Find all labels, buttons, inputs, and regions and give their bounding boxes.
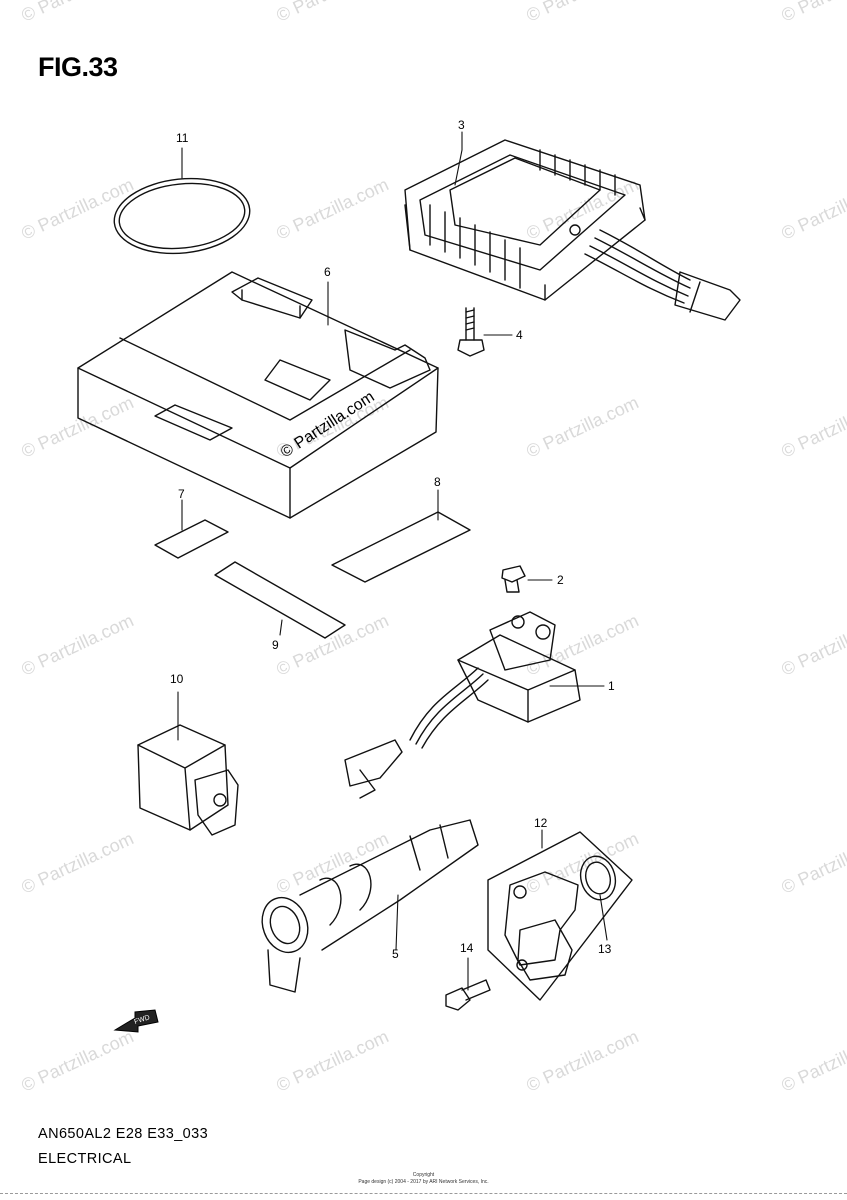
watermark-text: © Partzilla.com: [273, 1026, 391, 1095]
starter-relay-part: [344, 611, 581, 799]
tape-part: [331, 511, 471, 583]
pad-part: [154, 519, 229, 559]
callout-6: 6: [324, 265, 331, 279]
copyright-text: Copyright: [412, 1172, 435, 1178]
watermark-text: © Partzilla.com: [18, 1026, 136, 1095]
watermark-text: © Partzilla.com: [18, 0, 136, 26]
watermark-text: © Partzilla.com: [778, 1026, 847, 1095]
watermark-text: © Partzilla.com: [523, 0, 641, 26]
callout-14: 14: [460, 941, 474, 955]
callout-12: 12: [534, 816, 548, 830]
section-name: ELECTRICAL: [38, 1151, 132, 1167]
watermark-text: © Partzilla.com: [273, 0, 391, 26]
forward-arrow-icon: FWD: [113, 1009, 159, 1033]
screw-part: [501, 565, 526, 593]
watermark-text: © Partzilla.com: [778, 610, 847, 679]
bolt-part: [457, 307, 485, 357]
center-watermark: © Partzilla.com: [278, 388, 378, 461]
watermark-text: © Partzilla.com: [18, 610, 136, 679]
watermark-text: © Partzilla.com: [273, 610, 391, 679]
watermark-text: © Partzilla.com: [18, 828, 136, 897]
regulator-rectifier-part: [404, 139, 741, 321]
watermark-text: © Partzilla.com: [778, 0, 847, 26]
ignition-coil-part: [261, 819, 479, 993]
callout-2: 2: [557, 573, 564, 587]
watermark-text: © Partzilla.com: [523, 1026, 641, 1095]
watermark-text: © Partzilla.com: [523, 610, 641, 679]
callout-13: 13: [598, 942, 612, 956]
watermark-text: © Partzilla.com: [778, 174, 847, 243]
watermark-text: © Partzilla.com: [778, 828, 847, 897]
copyright-subtext: Page design (c) 2004 - 2017 by ARI Netwo…: [358, 1179, 489, 1185]
callout-3: 3: [458, 118, 465, 132]
callout-8: 8: [434, 475, 441, 489]
watermark-text: © Partzilla.com: [523, 828, 641, 897]
model-code: AN650AL2 E28 E33_033: [38, 1126, 209, 1142]
callout-4: 4: [516, 328, 523, 342]
ecm-unit-part: [77, 271, 439, 519]
watermark-text: © Partzilla.com: [273, 828, 391, 897]
forward-arrow-label: FWD: [133, 1014, 150, 1026]
strip-part: [214, 561, 346, 639]
o-ring-part: [113, 177, 251, 255]
sensor-bolt-part: [445, 979, 491, 1011]
page-border: [0, 1193, 847, 1194]
callout-5: 5: [392, 947, 399, 961]
watermark-text: © Partzilla.com: [778, 392, 847, 461]
callout-7: 7: [178, 487, 185, 501]
callout-11: 11: [176, 131, 189, 145]
sensor-o-ring-part: [579, 855, 617, 901]
figure-title: FIG.33: [38, 52, 118, 82]
connector-part: [137, 724, 239, 836]
watermark-text: © Partzilla.com: [523, 392, 641, 461]
leader-lines: [177, 131, 608, 991]
callout-9: 9: [272, 638, 279, 652]
callout-1: 1: [608, 679, 615, 693]
callout-10: 10: [170, 672, 184, 686]
watermark-text: © Partzilla.com: [273, 174, 391, 243]
gear-position-sensor-part: [487, 831, 633, 1001]
callout-numbers: 11 3 4 6 7 8 2 9 1 10 5 12 13 14: [170, 118, 615, 961]
